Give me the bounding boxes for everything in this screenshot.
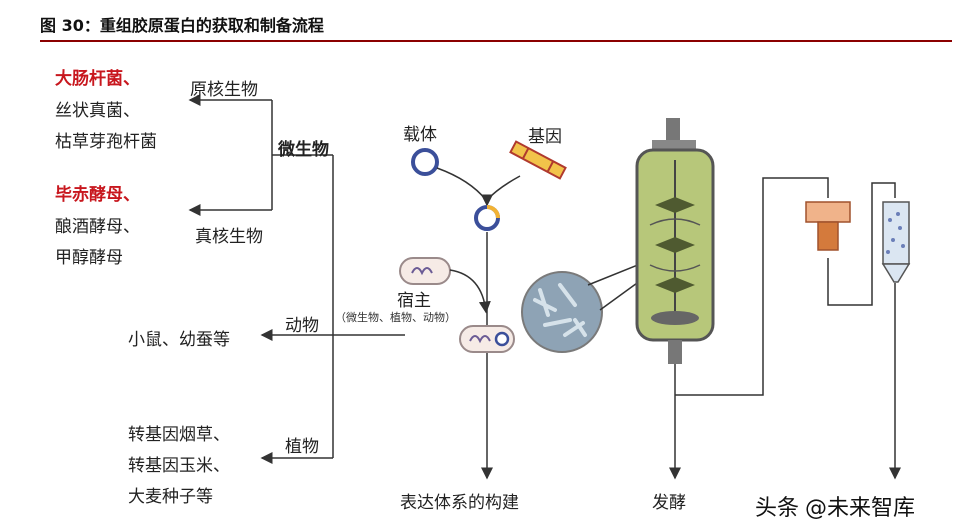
figure-title: 图 30：重组胶原蛋白的获取和制备流程	[40, 12, 952, 42]
fermenter-icon	[635, 118, 715, 364]
microscope-image	[521, 271, 603, 353]
eukaryote-label: 真核生物	[195, 227, 263, 247]
prokaryote-label: 原核生物	[190, 80, 258, 100]
animal-label: 动物	[285, 316, 319, 336]
eukaryote-example-1: 毕赤酵母、	[55, 185, 140, 205]
eukaryote-example-3: 甲醇酵母	[55, 248, 123, 268]
plant-label: 植物	[285, 437, 319, 457]
gene-label: 基因	[528, 127, 562, 147]
watermark-brand: 头条	[755, 496, 800, 521]
prokaryote-example-1: 大肠杆菌、	[55, 69, 140, 89]
microbe-bracket	[188, 94, 405, 464]
host-note: （微生物、植物、动物）	[335, 311, 456, 324]
filter-unit-icon	[805, 201, 851, 251]
vector-plasmid-icon	[411, 148, 439, 176]
host-label: 宿主	[397, 291, 431, 311]
plant-example-1: 转基因烟草、	[128, 425, 230, 445]
animal-examples: 小鼠、幼蚕等	[128, 330, 230, 350]
eukaryote-example-2: 酿酒酵母、	[55, 217, 140, 237]
host-cell-icon	[399, 257, 451, 285]
gene-strip-icon	[509, 140, 567, 180]
fermentation-label: 发酵	[652, 493, 686, 513]
prokaryote-example-3: 枯草芽孢杆菌	[55, 132, 157, 152]
chromatography-column-icon	[881, 201, 911, 283]
vector-label: 载体	[403, 125, 437, 145]
microbe-label: 微生物	[278, 140, 329, 160]
plant-example-3: 大麦种子等	[128, 487, 213, 507]
expression-system-label: 表达体系的构建	[400, 493, 519, 513]
plant-example-2: 转基因玉米、	[128, 456, 230, 476]
prokaryote-example-2: 丝状真菌、	[55, 101, 140, 121]
watermark-handle: @未来智库	[805, 496, 916, 521]
